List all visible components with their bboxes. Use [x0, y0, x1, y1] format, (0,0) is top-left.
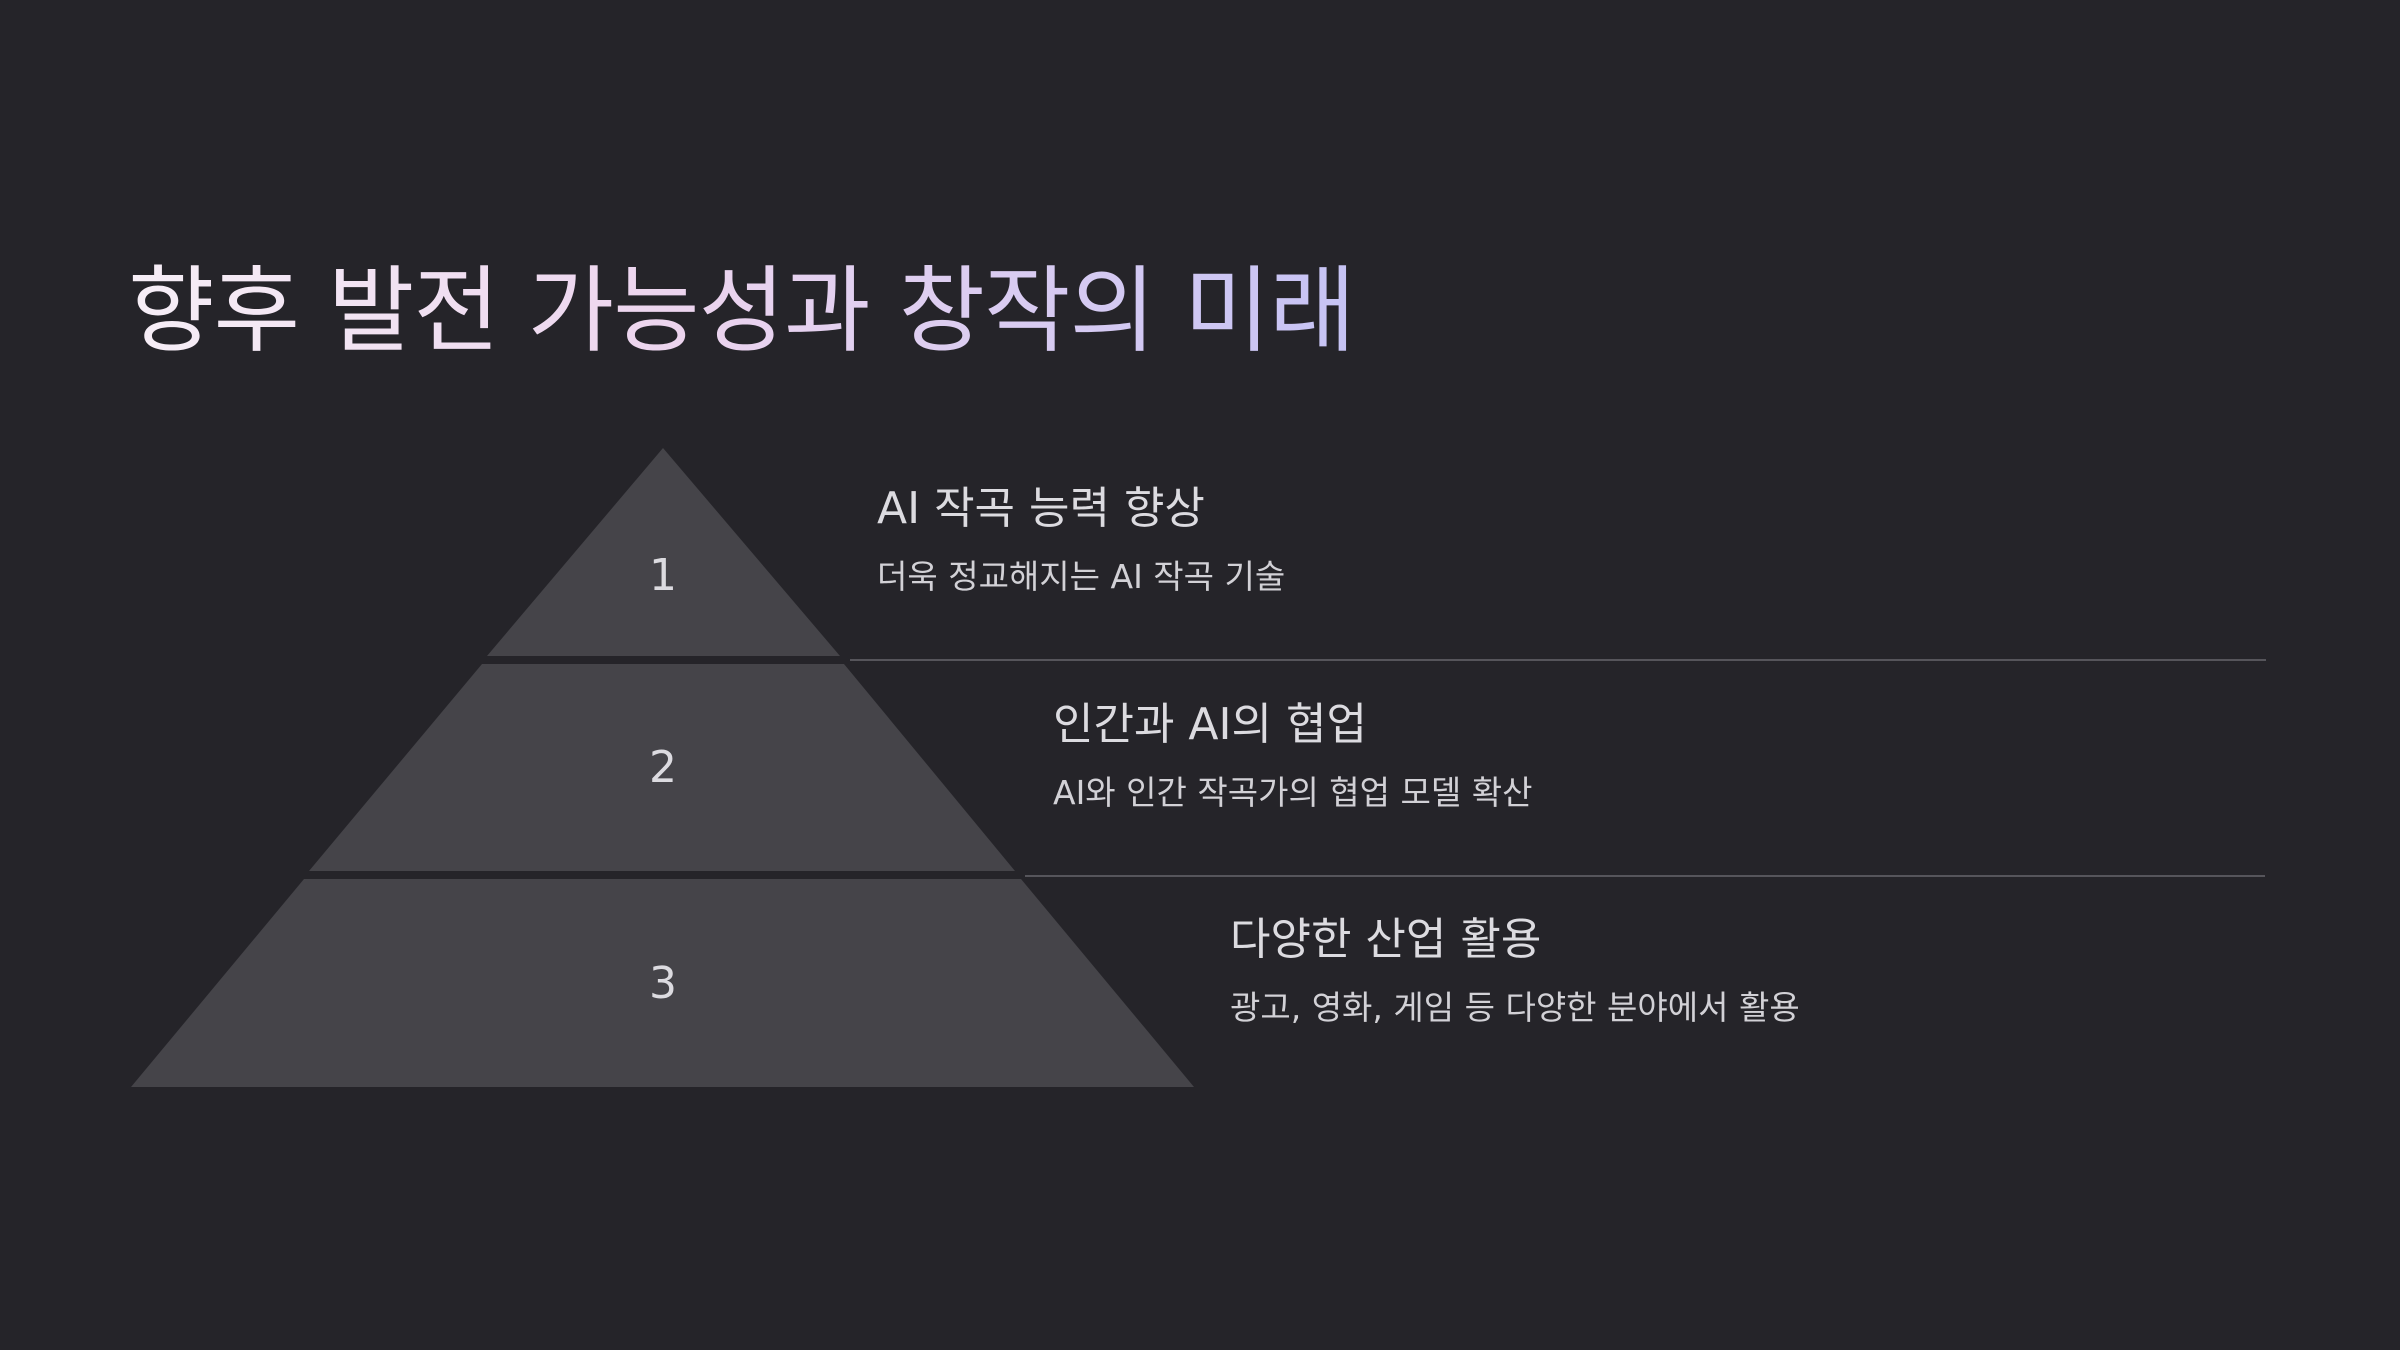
- tier-divider-2: [1025, 875, 2265, 877]
- tier-description-1: 더욱 정교해지는 AI 작곡 기술: [877, 557, 1286, 596]
- tier-item-3: 다양한 산업 활용 광고, 영화, 게임 등 다양한 분야에서 활용: [1230, 912, 1800, 1030]
- tier-title-2: 인간과 AI의 협업: [1053, 699, 1367, 750]
- tier-item-2: 인간과 AI의 협업 AI와 인간 작곡가의 협업 모델 확산: [1053, 697, 1532, 815]
- tier-title-3: 다양한 산업 활용: [1230, 914, 1542, 965]
- tier-description-3: 광고, 영화, 게임 등 다양한 분야에서 활용: [1230, 988, 1800, 1027]
- tier-title-1: AI 작곡 능력 향상: [877, 483, 1205, 534]
- tier-divider-1: [850, 659, 2266, 661]
- tier-number-2: 2: [649, 742, 677, 793]
- tier-description-2: AI와 인간 작곡가의 협업 모델 확산: [1053, 773, 1533, 812]
- tier-item-1: AI 작곡 능력 향상 더욱 정교해지는 AI 작곡 기술: [877, 481, 1285, 599]
- tier-number-3: 3: [649, 958, 677, 1009]
- slide-title: 향후 발전 가능성과 창작의 미래: [128, 252, 1356, 372]
- tier-number-1: 1: [649, 550, 677, 601]
